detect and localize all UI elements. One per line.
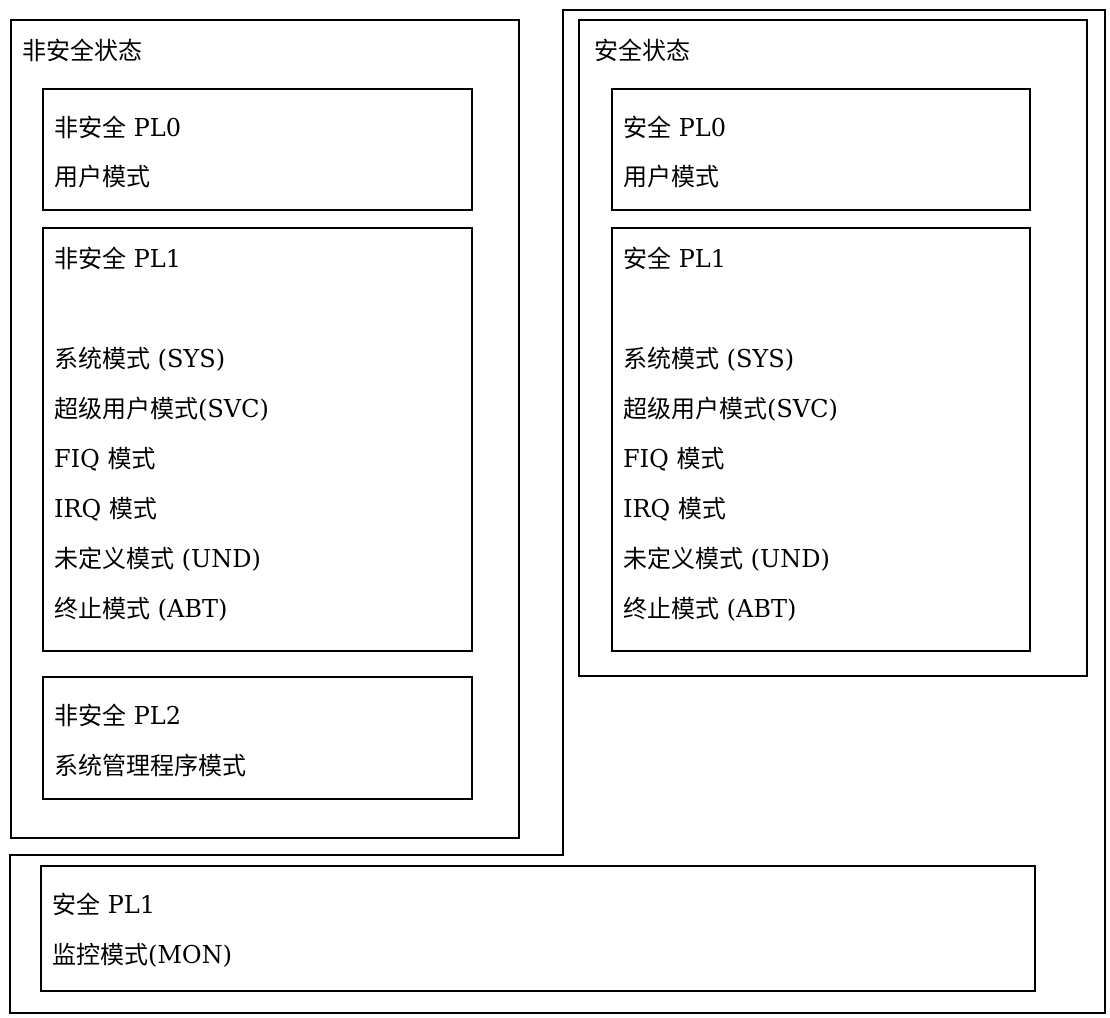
nonsecure-pl0-mode: 用户模式 [54,163,150,191]
monitor-pl1-title: 安全 PL1 [52,891,155,919]
nonsecure-pl1-mode-svc: 超级用户模式(SVC) [54,395,269,423]
secure-pl0-box: 安全 PL0 用户模式 [611,88,1031,211]
nonsecure-pl2-mode: 系统管理程序模式 [54,752,246,780]
nonsecure-pl1-box: 非安全 PL1 系统模式 (SYS) 超级用户模式(SVC) FIQ 模式 IR… [42,227,473,652]
nonsecure-pl1-mode-fiq: FIQ 模式 [54,445,156,473]
secure-pl1-mode-svc: 超级用户模式(SVC) [623,395,838,423]
nonsecure-pl1-mode-sys: 系统模式 (SYS) [54,345,226,373]
nonsecure-pl1-mode-abt: 终止模式 (ABT) [54,595,228,623]
nonsecure-pl1-mode-und: 未定义模式 (UND) [54,545,261,573]
nonsecure-pl1-mode-irq: IRQ 模式 [54,495,157,523]
nonsecure-pl0-box: 非安全 PL0 用户模式 [42,88,473,211]
secure-pl1-title: 安全 PL1 [623,245,726,273]
nonsecure-pl2-box: 非安全 PL2 系统管理程序模式 [42,676,473,800]
secure-state-title: 安全状态 [594,37,690,65]
nonsecure-state-title: 非安全状态 [22,37,142,65]
secure-pl1-box: 安全 PL1 系统模式 (SYS) 超级用户模式(SVC) FIQ 模式 IRQ… [611,227,1031,652]
secure-pl0-mode: 用户模式 [623,163,719,191]
monitor-mode-box: 安全 PL1 监控模式(MON) [40,865,1036,992]
secure-pl1-mode-sys: 系统模式 (SYS) [623,345,795,373]
secure-pl0-title: 安全 PL0 [623,114,726,142]
secure-pl1-mode-abt: 终止模式 (ABT) [623,595,797,623]
monitor-mode-label: 监控模式(MON) [52,941,232,969]
secure-pl1-mode-irq: IRQ 模式 [623,495,726,523]
nonsecure-pl0-title: 非安全 PL0 [54,114,181,142]
secure-pl1-mode-fiq: FIQ 模式 [623,445,725,473]
nonsecure-pl2-title: 非安全 PL2 [54,702,181,730]
secure-state-box: 安全状态 安全 PL0 用户模式 安全 PL1 系统模式 (SYS) 超级用户模… [578,19,1088,677]
nonsecure-pl1-title: 非安全 PL1 [54,245,181,273]
secure-pl1-mode-und: 未定义模式 (UND) [623,545,830,573]
nonsecure-state-box: 非安全状态 非安全 PL0 用户模式 非安全 PL1 系统模式 (SYS) 超级… [10,19,520,839]
